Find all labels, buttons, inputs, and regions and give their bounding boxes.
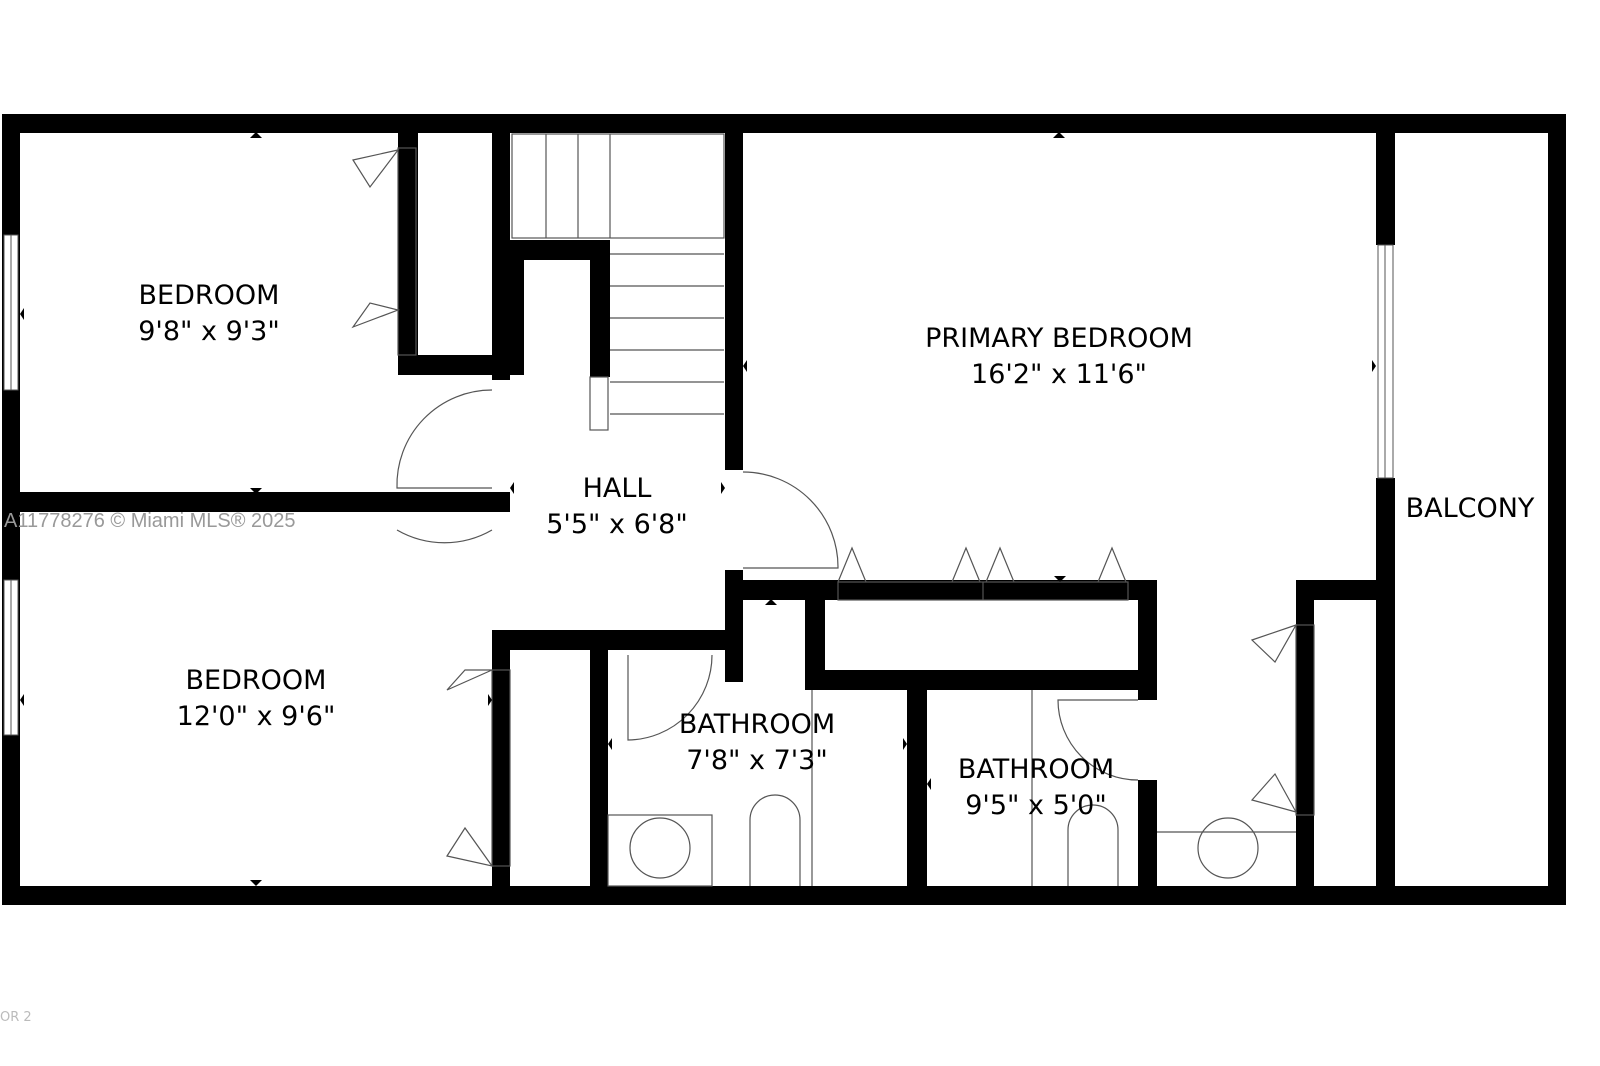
sink (629, 817, 691, 879)
room-size: 9'8" x 9'3" (138, 316, 280, 347)
room-bathroom-2: BATHROOM 9'5" x 5'0" (958, 752, 1114, 824)
toilet (1067, 804, 1119, 886)
floor-label: OR 2 (0, 1010, 32, 1025)
room-hall: HALL 5'5" x 6'8" (546, 471, 688, 543)
room-balcony: BALCONY (1406, 491, 1535, 527)
door-swing (396, 529, 493, 544)
outer-wall-right (1548, 114, 1566, 905)
room-bedroom-1: BEDROOM 9'8" x 9'3" (138, 278, 280, 350)
room-bathroom-1: BATHROOM 7'8" x 7'3" (679, 707, 835, 779)
dimension-markers (20, 132, 1376, 886)
walls (2, 114, 1566, 905)
outer-wall-bottom (2, 886, 1566, 905)
sink (1197, 817, 1259, 879)
room-size: 12'0" x 9'6" (176, 701, 336, 732)
windows (3, 234, 1394, 736)
room-name: PRIMARY BEDROOM (925, 323, 1193, 354)
room-size: 9'5" x 5'0" (965, 790, 1107, 821)
door-swing (627, 654, 713, 741)
room-name: BALCONY (1405, 493, 1535, 524)
room-primary-bedroom: PRIMARY BEDROOM 16'2" x 11'6" (925, 321, 1193, 393)
stairs (511, 133, 725, 239)
room-name: BEDROOM (185, 665, 327, 696)
fixtures (351, 133, 1315, 887)
room-name: BEDROOM (138, 280, 280, 311)
room-name: BATHROOM (678, 709, 836, 740)
room-size: 16'2" x 11'6" (971, 359, 1147, 390)
toilet (749, 794, 801, 886)
door-swing (396, 389, 493, 489)
room-name: HALL (582, 473, 652, 504)
room-name: BATHROOM (957, 754, 1115, 785)
outer-wall-top (2, 114, 1566, 133)
room-size: 7'8" x 7'3" (686, 745, 828, 776)
room-size: 5'5" x 6'8" (546, 509, 688, 540)
door-swing (1057, 699, 1139, 781)
bedroom-divider (20, 492, 510, 512)
watermark: A11778276 © Miami MLS® 2025 (4, 510, 296, 532)
door-swing (742, 471, 839, 569)
room-bedroom-2: BEDROOM 12'0" x 9'6" (177, 663, 336, 735)
